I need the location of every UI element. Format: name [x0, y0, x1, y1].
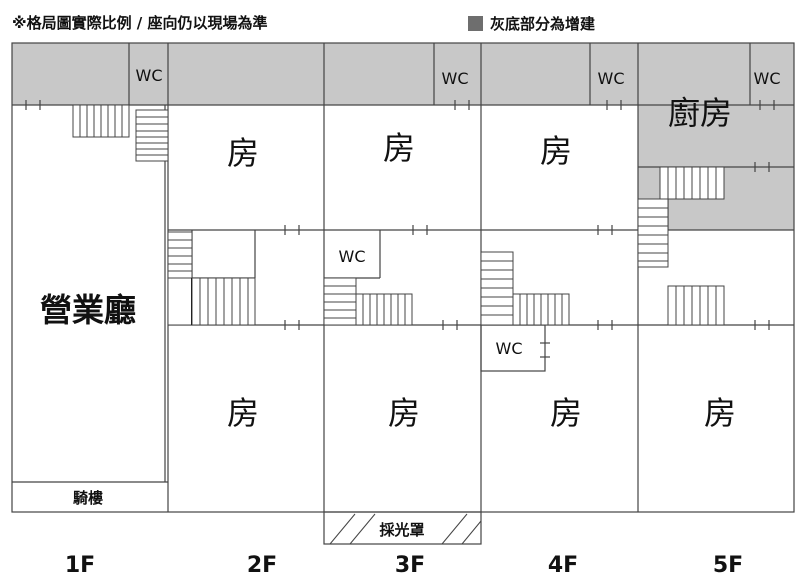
wc-top-3f: WC [442, 69, 469, 88]
legend-swatch [468, 16, 483, 31]
skylight-label: 採光罩 [379, 521, 424, 539]
wc-1f: WC [136, 66, 163, 85]
kitchen-label-5f: 廚房 [668, 94, 732, 132]
stairs-5f [637, 166, 725, 326]
stairs-3f [323, 277, 413, 326]
room-top-2f: 房 [227, 134, 259, 172]
scale-note: ※格局圖實際比例 / 座向仍以現場為準 [12, 14, 268, 32]
floor-label-4f: 4F [548, 553, 578, 578]
room-top-3f: 房 [383, 129, 415, 167]
floor-label-2f: 2F [247, 553, 277, 578]
arcade-label-1f: 騎樓 [73, 489, 103, 507]
wc-mid-3f: WC [339, 247, 366, 266]
wc-mid-4f: WC [496, 339, 523, 358]
stairs-4f [480, 251, 570, 326]
skylight-hatch [329, 513, 482, 545]
floor-label-3f: 3F [395, 553, 425, 578]
floor-label-5f: 5F [713, 553, 743, 578]
room-bottom-4f: 房 [550, 394, 582, 432]
room-bottom-3f: 房 [388, 394, 420, 432]
window-marks [25, 100, 775, 358]
room-bottom-2f: 房 [227, 394, 259, 432]
wc-5f: WC [754, 69, 781, 88]
floor-label-1f: 1F [65, 553, 95, 578]
wc-top-4f: WC [598, 69, 625, 88]
stairs-2f [167, 231, 256, 326]
stairs-1f [72, 104, 169, 162]
hall-label-1f: 營業廳 [40, 291, 136, 329]
room-top-4f: 房 [540, 132, 572, 170]
room-bottom-5f: 房 [704, 394, 736, 432]
legend-label: 灰底部分為增建 [490, 15, 596, 33]
